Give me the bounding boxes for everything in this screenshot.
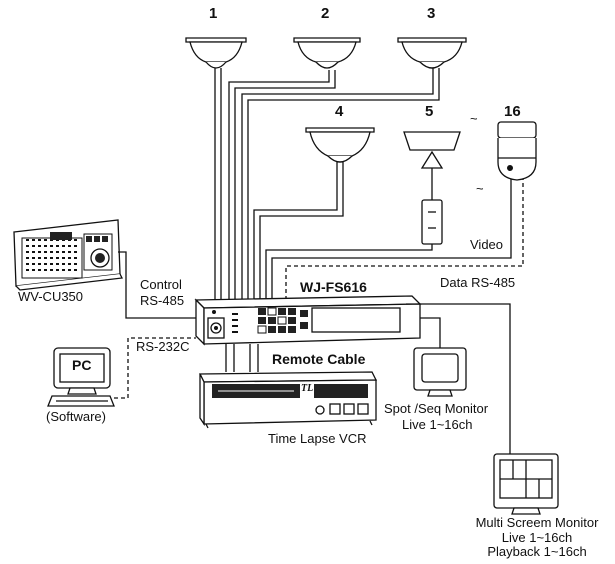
control-label: Control <box>140 277 182 292</box>
dome-camera-4 <box>305 127 375 163</box>
combination-camera-16 <box>497 121 537 181</box>
camera-2-label: 2 <box>321 5 330 22</box>
multi-monitor-line2: Live 1~16ch <box>501 529 573 545</box>
vcr-caption: Time Lapse VCR <box>268 431 367 446</box>
spot-monitor-line <box>420 317 441 348</box>
pc <box>47 347 115 407</box>
box-camera-5 <box>403 131 461 245</box>
controller-wv-cu350 <box>13 219 123 291</box>
range-tilde-top: ~ <box>470 111 478 126</box>
dome-camera-1 <box>185 37 247 69</box>
control-rs485-label: RS-485 <box>140 293 185 308</box>
camera-3-label: 3 <box>427 5 436 22</box>
multi-monitor-caption: Multi Screem Monitor Live 1~16ch Playbac… <box>462 515 612 560</box>
data-rs485-line <box>285 176 524 300</box>
switcher-label: WJ-FS616 <box>300 279 367 295</box>
spot-monitor <box>413 347 467 397</box>
remote-cable-label: Remote Cable <box>272 351 366 367</box>
multi-screen-monitor <box>493 453 559 515</box>
dome-camera-3 <box>397 37 467 69</box>
spot-monitor-line2: Live 1~16ch <box>402 417 473 432</box>
dome-camera-2 <box>293 37 361 69</box>
camera-1-label: 1 <box>209 5 218 22</box>
multi-monitor-line3: Playback 1~16ch <box>487 544 587 560</box>
multi-monitor-line1: Multi Screem Monitor <box>475 515 599 530</box>
range-tilde-mid: ~ <box>476 181 484 196</box>
pc-screen-label: PC <box>72 357 92 373</box>
camera-4-label: 4 <box>335 103 344 120</box>
remote-cable <box>225 344 259 372</box>
video-label: Video <box>470 237 504 252</box>
data-rs485-label: Data RS-485 <box>440 275 516 290</box>
camera-cables <box>214 68 512 300</box>
controller-label: WV-CU350 <box>18 289 84 304</box>
multi-monitor-line <box>406 303 511 454</box>
camera-16-label: 16 <box>504 103 521 120</box>
control-line <box>118 251 196 319</box>
switcher-wj-fs616 <box>194 295 422 346</box>
vcr-badge: TL <box>301 383 314 394</box>
spot-monitor-line1: Spot /Seq Monitor <box>384 401 489 416</box>
pc-caption: (Software) <box>46 409 106 424</box>
camera-5-label: 5 <box>425 103 434 120</box>
time-lapse-vcr <box>198 371 378 429</box>
rs232c-label: RS-232C <box>136 339 190 354</box>
rs232c-line <box>114 337 196 399</box>
